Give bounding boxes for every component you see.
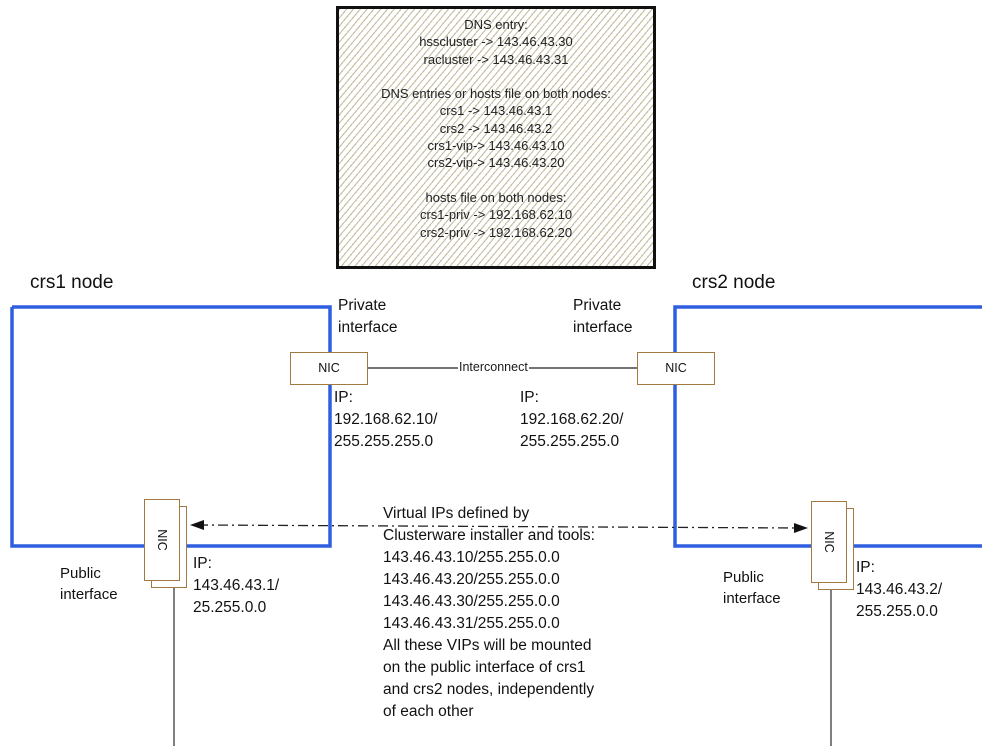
vip-note-line: Clusterware installer and tools: [383,527,595,544]
vip-arrow-line [197,524,801,529]
crs2-private-ip: IP: 192.168.62.20/ 255.255.255.0 [520,387,623,453]
vip-note-line: and crs2 nodes, independently [383,681,595,698]
dns-line: hosts file on both nodes: [425,189,567,205]
crs2-private-nic: NIC [637,352,715,385]
ip-line: IP: [856,559,875,576]
ip-line: 192.168.62.10/ [334,411,438,428]
dns-line: crs1 -> 143.46.43.1 [439,103,553,119]
label-line: interface [338,319,398,336]
crs2-public-interface-label: Public interface [723,567,781,609]
label-line: Private [573,297,622,314]
vip-note-line: on the public interface of crs1 [383,659,586,676]
vip-note-line: 143.46.43.31/255.255.0.0 [383,615,560,632]
label-line: Private [338,297,387,314]
crs1-public-nic: NIC [144,499,180,581]
crs2-public-ip: IP: 143.46.43.2/ 255.255.0.0 [856,557,942,623]
interconnect-label: Interconnect [458,360,529,374]
vip-note-line: 143.46.43.30/255.255.0.0 [383,593,560,610]
dns-line: crs1-vip-> 143.46.43.10 [427,138,565,154]
crs1-public-ip: IP: 143.46.43.1/ 25.255.0.0 [193,553,279,619]
crs1-private-interface-label: Private interface [338,295,397,339]
vip-note-line: All these VIPs will be mounted [383,637,592,654]
label-line: Public [60,565,101,582]
vip-notes: Virtual IPs defined by Clusterware insta… [383,503,595,723]
dns-line: crs2-priv -> 192.168.62.20 [419,224,573,240]
dns-line: crs2 -> 143.46.43.2 [439,120,553,136]
crs2-node-title: crs2 node [692,272,776,293]
label-line: Public [723,569,764,586]
ip-line: IP: [334,389,353,406]
dns-line: DNS entry: [464,17,528,32]
vip-note-line: 143.46.43.10/255.255.0.0 [383,549,560,566]
vip-note-line: 143.46.43.20/255.255.0.0 [383,571,560,588]
dns-line: crs2-vip-> 143.46.43.20 [427,155,565,171]
dns-text-block: DNS entry: hsscluster -> 143.46.43.30 ra… [339,16,653,241]
ip-line: 143.46.43.1/ [193,577,280,594]
dns-line [339,68,653,85]
dns-info-box: DNS entry: hsscluster -> 143.46.43.30 ra… [336,6,656,269]
crs1-node-outline [10,305,332,548]
vip-note-line: of each other [383,703,474,720]
dns-line: DNS entries or hosts file on both nodes: [381,86,611,102]
crs2-public-nic: NIC [811,501,847,583]
ip-line: 255.255.255.0 [334,433,434,450]
nic-label: NIC [155,529,169,551]
ip-line: IP: [193,555,212,572]
label-line: interface [723,590,781,607]
crs1-node-title: crs1 node [30,272,114,293]
crs1-public-interface-label: Public interface [60,563,118,605]
label-line: interface [573,319,633,336]
ip-line: 255.255.0.0 [856,603,938,620]
ip-line: 143.46.43.2/ [856,581,943,598]
ip-line: IP: [520,389,539,406]
nic-label: NIC [822,531,836,553]
crs1-private-ip: IP: 192.168.62.10/ 255.255.255.0 [334,387,437,453]
dns-line: crs1-priv -> 192.168.62.10 [419,207,573,223]
crs2-private-interface-label: Private interface [573,295,632,339]
label-line: interface [60,586,118,603]
vip-arrow-right-head [794,523,808,533]
dns-line: hsscluster -> 143.46.43.30 [419,34,573,50]
ip-line: 25.255.0.0 [193,599,267,616]
vip-arrow-left-head [190,520,204,530]
dns-line: racluster -> 143.46.43.31 [423,51,569,67]
dns-line [339,172,653,189]
crs1-private-nic: NIC [290,352,368,385]
ip-line: 192.168.62.20/ [520,411,624,428]
ip-line: 255.255.255.0 [520,433,620,450]
vip-note-line: Virtual IPs defined by [383,505,530,522]
